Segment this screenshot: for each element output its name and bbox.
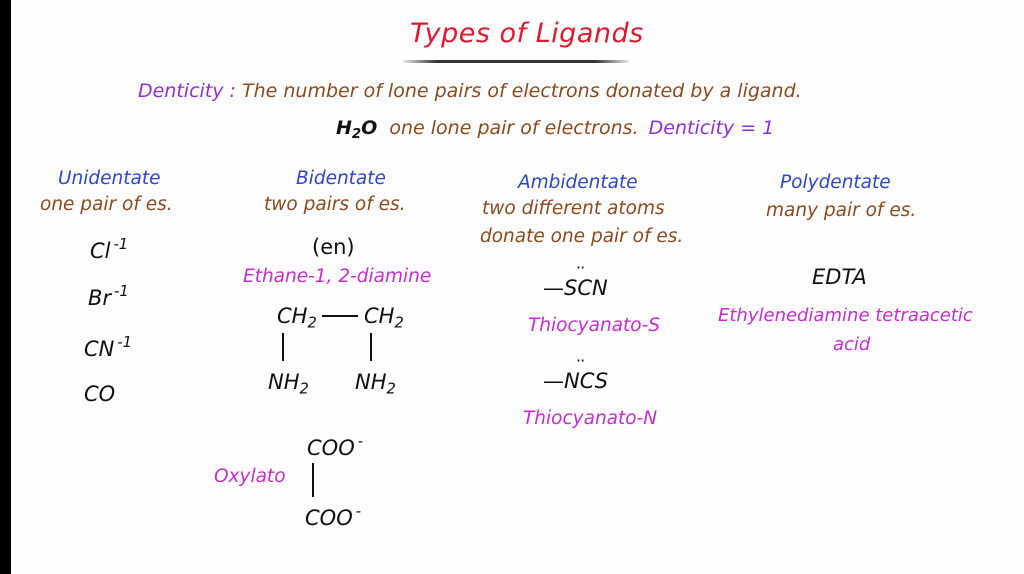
unidentate-heading: Unidentate xyxy=(58,168,161,189)
example-text: one lone pair of electrons. xyxy=(389,117,639,139)
edta-name-line1: Ethylenediamine tetraacetic xyxy=(718,305,973,326)
bond-c-n-left xyxy=(282,333,284,361)
thiocyanate-n-formula: —NCS xyxy=(543,369,609,393)
bidentate-heading: Bidentate xyxy=(296,168,386,189)
ligand-cyanide: CN-1 xyxy=(84,334,133,361)
bond-c-c xyxy=(322,315,358,317)
oxalate-name: Oxylato xyxy=(214,466,286,487)
definition-line: Denticity : The number of lone pairs of … xyxy=(138,80,802,102)
title-underline xyxy=(403,60,629,63)
example-formula: H2O xyxy=(336,117,378,142)
example-result: Denticity = 1 xyxy=(648,117,775,139)
oxalate-top: COO- xyxy=(307,433,364,460)
lone-pair-s: ·· xyxy=(576,258,585,277)
bond-c-c-oxalate xyxy=(312,463,314,497)
nh2-left: NH2 xyxy=(268,370,309,398)
ambidentate-heading: Ambidentate xyxy=(518,172,638,193)
ch2-left: CH2 xyxy=(277,304,317,332)
nh2-right: NH2 xyxy=(355,370,396,398)
ligand-bromide: Br-1 xyxy=(88,283,129,310)
page-title: Types of Ligands xyxy=(410,18,644,49)
example-line: H2O one lone pair of electrons. Denticit… xyxy=(336,117,774,142)
unidentate-subheading: one pair of es. xyxy=(40,194,173,215)
ambidentate-subheading-2: donate one pair of es. xyxy=(480,226,684,247)
oxalate-bottom: COO- xyxy=(305,503,362,530)
ethane-diamine-name: Ethane-1, 2-diamine xyxy=(243,266,432,287)
definition-text: The number of lone pairs of electrons do… xyxy=(242,80,802,102)
edta-name-line2: acid xyxy=(833,334,871,355)
edta-label: EDTA xyxy=(812,265,867,289)
polydentate-subheading: many pair of es. xyxy=(766,200,917,221)
ambidentate-subheading-1: two different atoms xyxy=(482,198,665,219)
thiocyanato-n-name: Thiocyanato-N xyxy=(523,408,658,429)
thiocyanate-s-formula: —SCN xyxy=(543,276,608,300)
lone-pair-n: ·· xyxy=(576,351,585,370)
en-abbreviation: (en) xyxy=(312,235,355,259)
left-frame-edge xyxy=(0,0,11,574)
ligand-chloride: Cl-1 xyxy=(90,236,129,263)
thiocyanato-s-name: Thiocyanato-S xyxy=(528,315,660,336)
polydentate-heading: Polydentate xyxy=(780,172,891,193)
definition-term: Denticity : xyxy=(138,80,236,102)
ch2-right: CH2 xyxy=(364,304,404,332)
ligand-carbonyl: CO xyxy=(84,382,116,406)
bond-c-n-right xyxy=(370,333,372,361)
bidentate-subheading: two pairs of es. xyxy=(264,194,406,215)
